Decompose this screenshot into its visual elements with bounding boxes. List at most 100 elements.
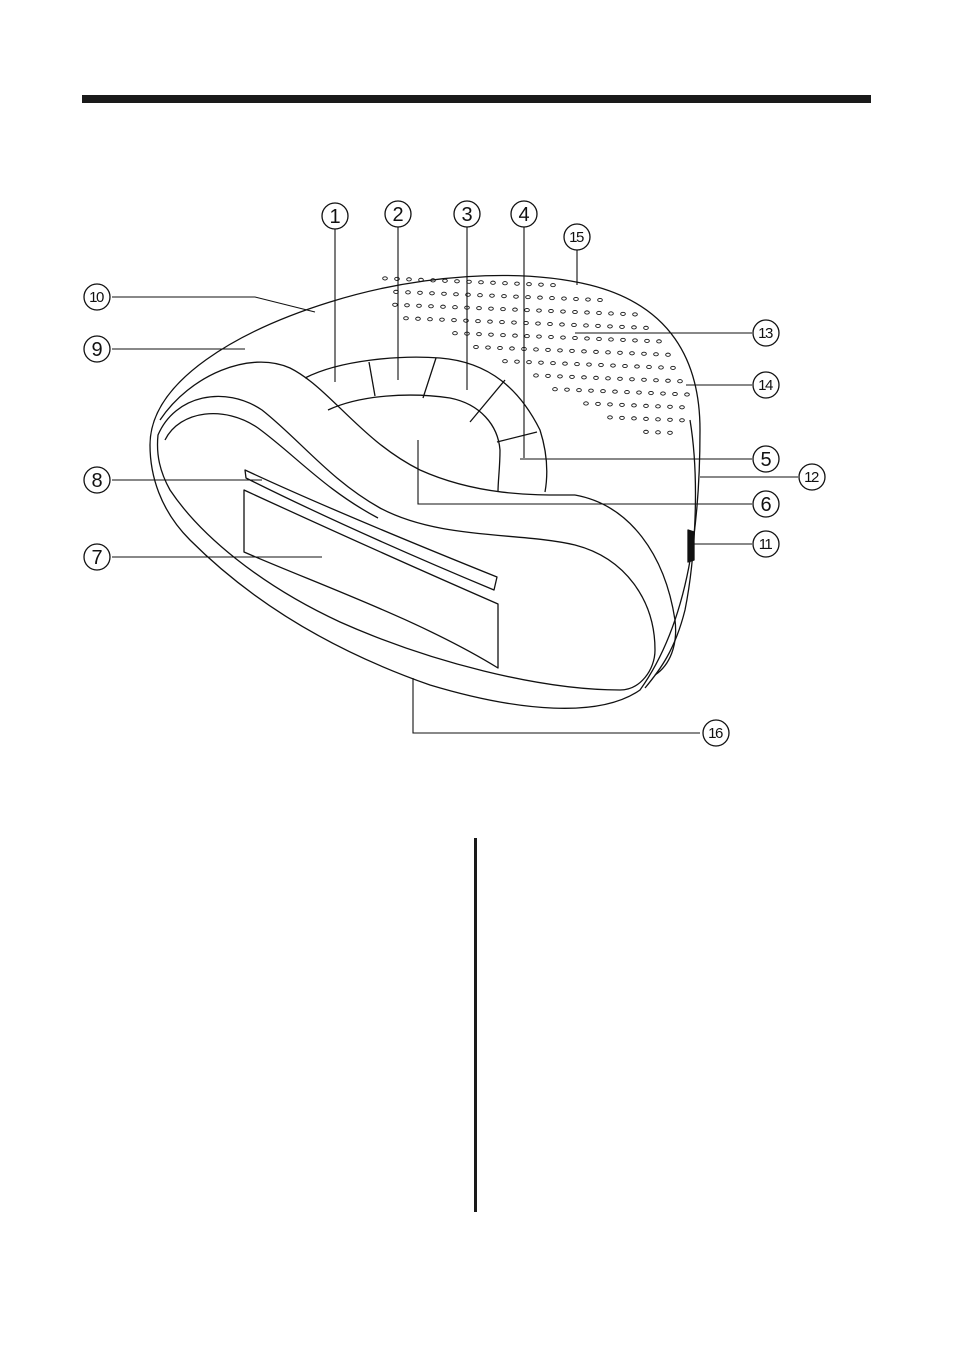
- grille-hole: [668, 405, 673, 408]
- grille-hole: [486, 346, 491, 349]
- svg-text:4: 4: [518, 204, 529, 226]
- grille-hole: [644, 417, 649, 420]
- grille-hole: [668, 431, 673, 434]
- grille-hole: [491, 281, 496, 284]
- grille-hole: [599, 363, 604, 366]
- grille-hole: [405, 304, 410, 307]
- grille-hole: [441, 305, 446, 308]
- grille-hole: [585, 337, 590, 340]
- grille-hole: [570, 375, 575, 378]
- svg-text:13: 13: [758, 325, 773, 342]
- grille-hole: [561, 336, 566, 339]
- grille-hole: [644, 404, 649, 407]
- grille-hole: [417, 304, 422, 307]
- grille-hole: [644, 326, 649, 329]
- grille-hole: [573, 310, 578, 313]
- grille-hole: [404, 317, 409, 320]
- svg-text:16: 16: [708, 725, 723, 742]
- grille-hole: [525, 334, 530, 337]
- grille-hole: [633, 339, 638, 342]
- grille-hole: [429, 305, 434, 308]
- grille-hole: [407, 278, 412, 281]
- callout-10: 10: [84, 284, 110, 310]
- grille-hole: [395, 277, 400, 280]
- svg-text:15: 15: [569, 229, 584, 246]
- grille-hole: [464, 319, 469, 322]
- grille-hole: [454, 293, 459, 296]
- clock-radio-diagram: 1 2 3 4 5 6 7 8 9 10 11 12 13 14 15 16: [0, 0, 953, 800]
- svg-text:8: 8: [91, 470, 102, 492]
- grille-hole: [538, 296, 543, 299]
- grille-hole: [477, 307, 482, 310]
- svg-text:9: 9: [91, 339, 102, 361]
- callout-12: 12: [799, 464, 825, 490]
- callout-15: 15: [564, 224, 590, 250]
- grille-hole: [406, 291, 411, 294]
- grille-hole: [606, 351, 611, 354]
- callout-6: 6: [753, 491, 779, 517]
- grille-hole: [489, 307, 494, 310]
- grille-hole: [661, 392, 666, 395]
- grille-hole: [587, 363, 592, 366]
- grille-hole: [654, 379, 659, 382]
- grille-hole: [477, 333, 482, 336]
- grille-hole: [608, 325, 613, 328]
- grille-hole: [632, 326, 637, 329]
- grille-hole: [549, 335, 554, 338]
- grille-hole: [657, 340, 662, 343]
- grille-hole: [573, 336, 578, 339]
- grille-hole: [673, 392, 678, 395]
- grille-hole: [565, 388, 570, 391]
- callout-8: 8: [84, 467, 110, 493]
- grille-hole: [584, 402, 589, 405]
- grille-hole: [613, 390, 618, 393]
- grille-hole: [546, 374, 551, 377]
- grille-hole: [654, 353, 659, 356]
- grille-hole: [659, 366, 664, 369]
- grille-hole: [510, 347, 515, 350]
- grille-hole: [561, 310, 566, 313]
- column-divider: [474, 838, 477, 1212]
- grille-hole: [453, 332, 458, 335]
- grille-hole: [478, 294, 483, 297]
- grille-hole: [488, 320, 493, 323]
- grille-hole: [644, 430, 649, 433]
- grille-hole: [597, 311, 602, 314]
- grille-hole: [609, 312, 614, 315]
- grille-hole: [656, 431, 661, 434]
- grille-hole: [537, 309, 542, 312]
- grille-hole: [562, 297, 567, 300]
- grille-hole: [536, 322, 541, 325]
- grille-hole: [539, 361, 544, 364]
- svg-text:10: 10: [89, 289, 104, 306]
- grille-hole: [558, 349, 563, 352]
- grille-hole: [503, 360, 508, 363]
- grille-hole: [620, 403, 625, 406]
- grille-hole: [635, 365, 640, 368]
- grille-hole: [649, 391, 654, 394]
- grille-hole: [585, 311, 590, 314]
- grille-hole: [637, 391, 642, 394]
- display-top-slot: [245, 470, 497, 590]
- grille-hole: [474, 345, 479, 348]
- grille-hole: [642, 378, 647, 381]
- grille-hole: [608, 416, 613, 419]
- grille-hole: [642, 352, 647, 355]
- grille-hole: [416, 317, 421, 320]
- display-window: [244, 490, 498, 668]
- grille-hole: [440, 318, 445, 321]
- grille-hole: [490, 294, 495, 297]
- grille-hole: [514, 295, 519, 298]
- grille-hole: [498, 346, 503, 349]
- grille-hole: [611, 364, 616, 367]
- svg-text:6: 6: [760, 494, 771, 516]
- grille-hole: [598, 298, 603, 301]
- grille-hole: [501, 334, 506, 337]
- callouts: 1 2 3 4 5 6 7 8 9 10 11 12 13 14 15 16: [84, 201, 825, 746]
- grille-hole: [443, 279, 448, 282]
- grille-hole: [453, 306, 458, 309]
- grille-hole: [678, 380, 683, 383]
- grille-hole: [570, 349, 575, 352]
- grille-hole: [601, 390, 606, 393]
- grille-hole: [575, 362, 580, 365]
